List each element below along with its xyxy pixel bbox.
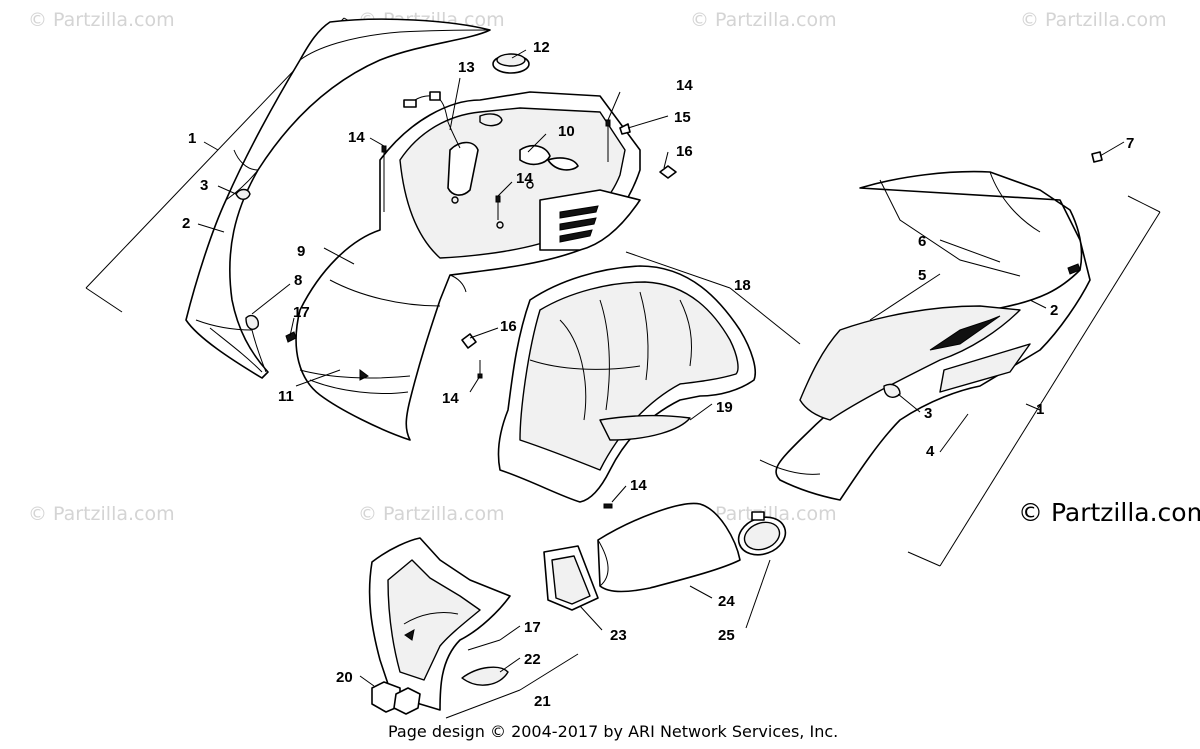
callout-number: 21 (534, 693, 551, 710)
callout-number: 8 (294, 272, 302, 289)
callout-number: 6 (918, 233, 926, 250)
callout-number: 15 (674, 109, 691, 126)
callout-number: 1 (1036, 401, 1044, 418)
watermark: © Partzilla.com (1020, 9, 1167, 31)
callout-number: 23 (610, 627, 627, 644)
callouts: 1 3 2 8 17 11 9 14 13 12 10 14 15 14 16 … (182, 39, 1134, 710)
callout-number: 7 (1126, 135, 1134, 152)
callout-number: 12 (533, 39, 550, 56)
watermark-large: © Partzilla.com (1018, 498, 1200, 527)
callout-number: 19 (716, 399, 733, 416)
callout-number: 14 (516, 170, 533, 187)
callout-number: 13 (458, 59, 475, 76)
push-pin (1091, 151, 1103, 163)
callout-number: 11 (278, 388, 294, 405)
right-side-panel (759, 170, 1091, 501)
watermark: © Partzilla.com (28, 9, 175, 31)
callout-number: 14 (676, 77, 693, 94)
callout-number: 20 (336, 669, 353, 686)
callout-number: 10 (558, 123, 575, 140)
callout-number: 5 (918, 267, 926, 284)
callout-number: 18 (734, 277, 751, 294)
callout-number: 14 (442, 390, 459, 407)
callout-number: 14 (630, 477, 647, 494)
front-hood (295, 91, 641, 441)
callout-number: 16 (676, 143, 693, 160)
watermark: © Partzilla.com (358, 503, 505, 525)
callout-number: 14 (348, 129, 365, 146)
intake-duct (543, 502, 787, 611)
callout-number: 4 (926, 443, 935, 460)
callout-number: 17 (293, 304, 310, 321)
callout-number: 9 (297, 243, 305, 260)
callout-number: 2 (1050, 302, 1058, 319)
watermark: © Partzilla.com (28, 503, 175, 525)
callout-number: 25 (718, 627, 735, 644)
callout-number: 2 (182, 215, 190, 232)
callout-number: 3 (924, 405, 932, 422)
hardware (285, 119, 1081, 509)
grommet (492, 53, 530, 74)
watermark: © Partzilla.com (690, 9, 837, 31)
callout-number: 22 (524, 651, 541, 668)
callout-number: 24 (718, 593, 735, 610)
wire-harness (403, 91, 461, 149)
bracket-right (907, 195, 1161, 567)
callout-number: 17 (524, 619, 541, 636)
callout-number: 3 (200, 177, 208, 194)
left-side-panel (185, 18, 491, 379)
lower-nose (368, 537, 511, 715)
leader-lines (197, 49, 1125, 719)
callout-number: 1 (188, 130, 196, 147)
callout-number: 16 (500, 318, 517, 335)
inner-tub (497, 265, 756, 503)
footer-copyright: Page design © 2004-2017 by ARI Network S… (388, 722, 839, 741)
